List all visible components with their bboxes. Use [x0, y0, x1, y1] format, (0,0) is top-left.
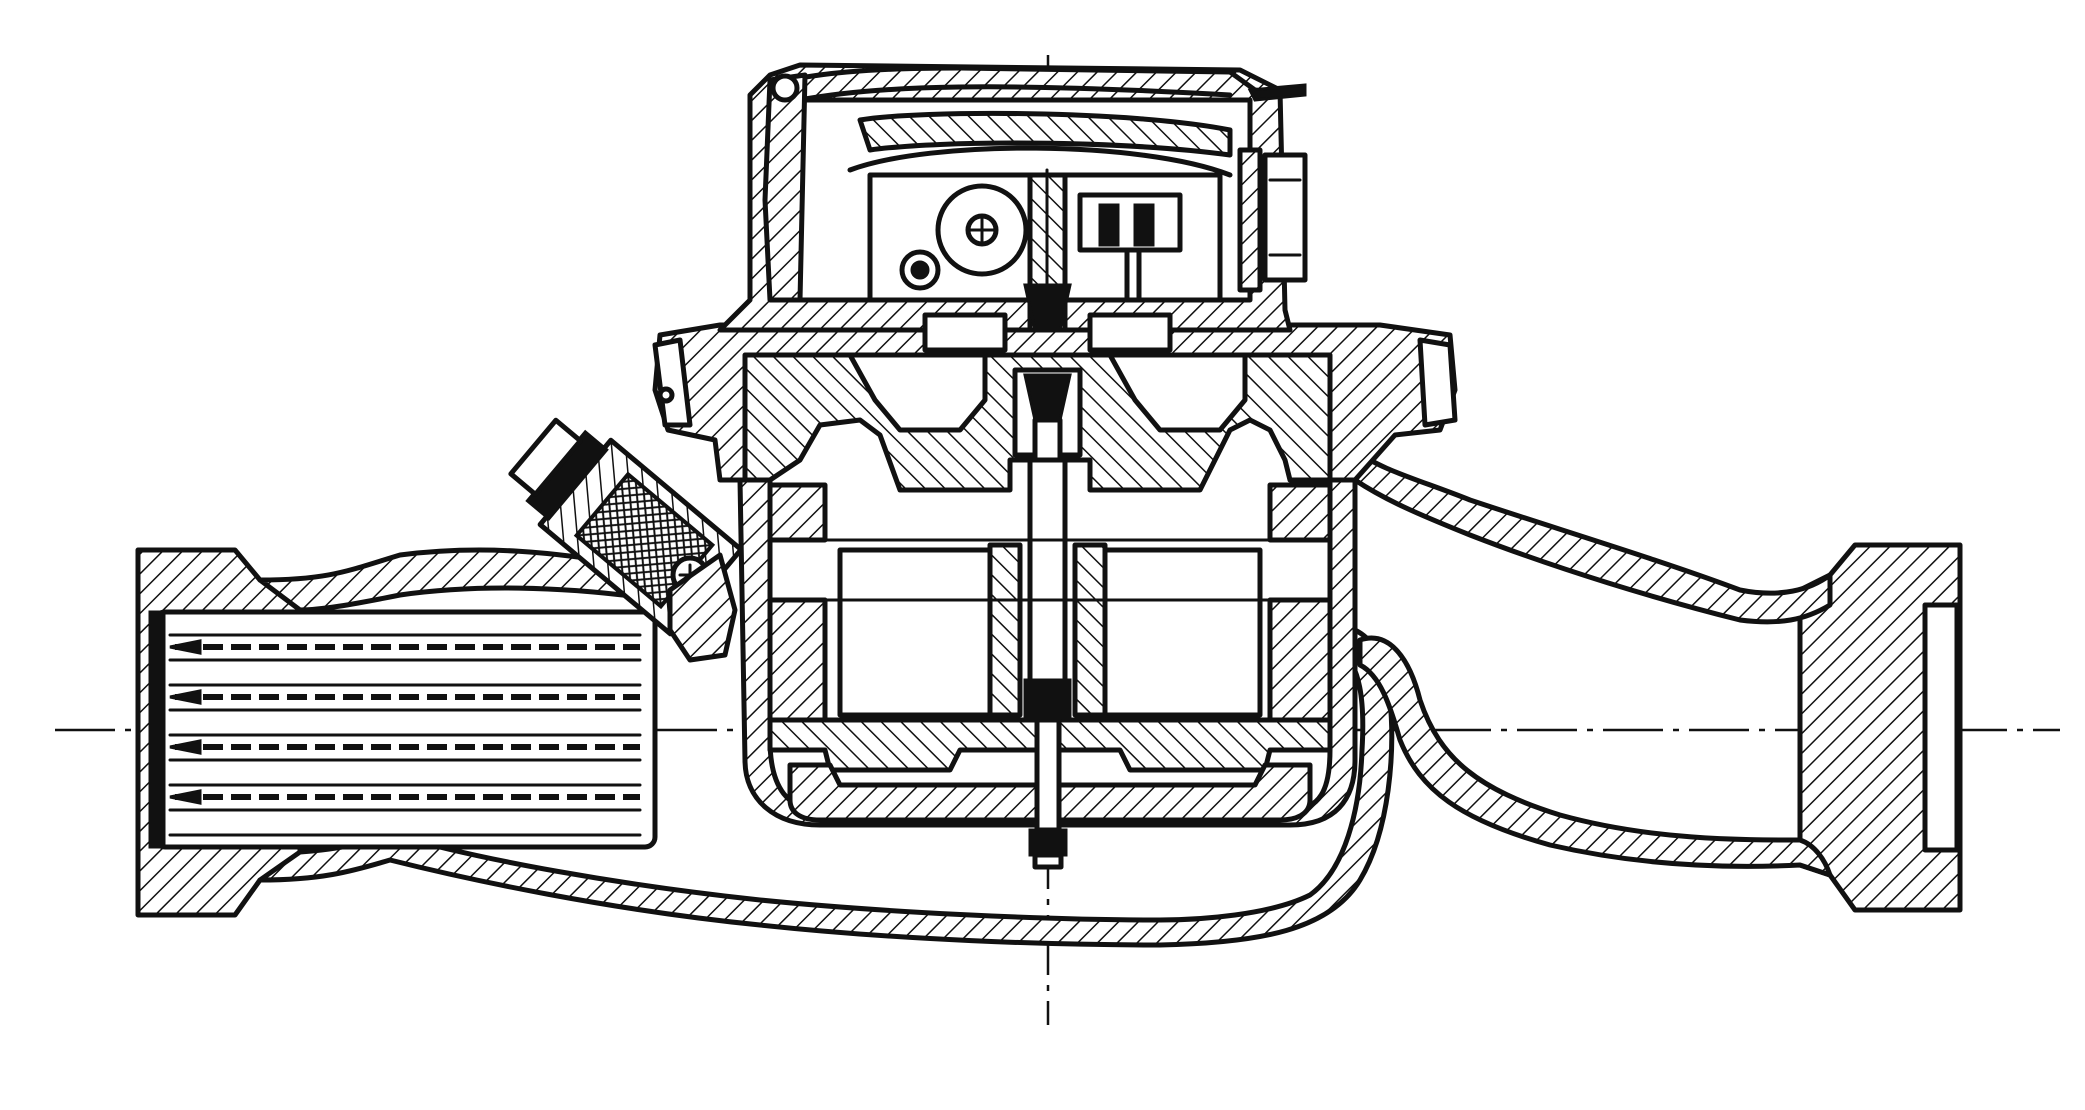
strainer-end-plate — [148, 610, 166, 849]
rotor-left-vane — [837, 547, 993, 718]
rotor-hub-left — [987, 542, 1023, 718]
regulating-screw-assembly — [508, 417, 744, 663]
rotor-pivot-pin — [1034, 717, 1062, 833]
outlet-upper-wall — [1352, 447, 1833, 625]
chamber-mid-right-wall — [1267, 597, 1333, 728]
chamber-upper-left-ring — [767, 482, 828, 543]
regulator-nut — [508, 417, 583, 497]
dial-glass — [857, 110, 1233, 158]
lid-hinge-arm — [762, 72, 808, 303]
lid-hinge-pin — [770, 73, 800, 103]
top-flange-notch-right — [1417, 337, 1458, 428]
rotor-shaft-collar — [1023, 678, 1072, 722]
rotor-shaft — [1027, 447, 1068, 698]
register-housing — [717, 62, 1308, 353]
shaft-upper — [1032, 417, 1063, 463]
register-window — [1262, 152, 1308, 283]
upper-body — [652, 322, 1458, 493]
inlet-strainer — [148, 609, 658, 850]
rotor-hub-right — [1072, 542, 1108, 718]
insert-cavity-left — [847, 352, 988, 433]
transmission-block — [1077, 192, 1183, 253]
flange-screw-hole — [657, 386, 675, 404]
measuring-chamber — [737, 447, 1358, 870]
regulator-boss — [667, 552, 738, 663]
bypass-lower-wall — [257, 627, 1395, 948]
dial-face-arc — [847, 145, 1233, 178]
drive-bevel — [1023, 283, 1072, 332]
transmission-gear-2 — [1133, 203, 1155, 247]
small-gear-center — [910, 260, 930, 280]
rotor-right-vane — [1102, 547, 1263, 718]
lid-clip — [1247, 83, 1307, 102]
transmission-gear — [1098, 203, 1120, 247]
strainer-fins — [168, 633, 642, 837]
insert-cavity-right — [1107, 352, 1248, 433]
pivot-nut-lower — [1032, 852, 1064, 870]
outlet-bore — [1922, 602, 1960, 853]
coupling-right — [1087, 312, 1173, 353]
chamber-mid-left-wall — [767, 597, 828, 728]
register-right-wall — [1237, 147, 1263, 293]
coupling-left — [922, 312, 1008, 353]
chamber-upper-right-ring — [1267, 482, 1333, 543]
pivot-nut — [1028, 828, 1068, 857]
outlet-lower-wall — [1357, 635, 1833, 878]
vertical-spindle — [1124, 247, 1142, 303]
